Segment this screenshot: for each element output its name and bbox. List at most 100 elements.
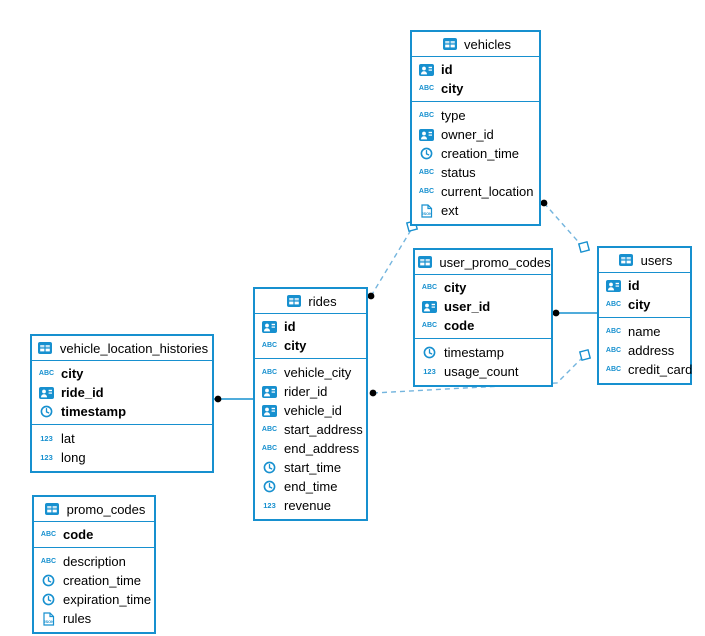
abc-text-type-icon: ABC [40, 531, 57, 538]
table-grid-icon [617, 254, 636, 266]
field-row-expiration_time: expiration_time [34, 590, 154, 609]
relationship-dot-endpoint [369, 389, 377, 397]
table-grid-icon [36, 342, 55, 354]
field-label: long [61, 450, 86, 465]
table-title: promo_codes [66, 501, 146, 517]
abc-text-type-icon: ABC [421, 322, 438, 329]
123-number-type-icon: 123 [40, 452, 53, 462]
field-label: city [61, 366, 84, 381]
field-label: user_id [444, 299, 491, 314]
primary-key-row-city: ABC city [32, 364, 212, 383]
id-card-icon [604, 279, 623, 292]
field-label: address [628, 343, 675, 358]
field-label: creation_time [63, 573, 142, 588]
primary-key-row-city: ABC city [255, 336, 366, 355]
field-row-end_time: end_time [255, 477, 366, 496]
relationship-line-rides-to-users [372, 356, 584, 394]
table-grid-icon [415, 256, 434, 268]
table-header-user_promo_codes: user_promo_codes [415, 250, 551, 275]
clock-icon [417, 147, 436, 160]
primary-key-row-timestamp: timestamp [32, 402, 212, 421]
field-label: vehicle_city [284, 365, 352, 380]
field-label: id [284, 319, 296, 334]
abc-text-type-icon: ABC [418, 188, 435, 195]
table-title: vehicle_location_histories [59, 340, 209, 356]
field-label: city [628, 297, 651, 312]
table-title: vehicles [464, 36, 511, 52]
123-number-type-icon: 123 [40, 433, 53, 443]
id-card-icon [420, 300, 439, 313]
abc-text-type-icon: ABC [418, 112, 435, 119]
field-label: start_time [284, 460, 342, 475]
abc-text-type-icon: ABC [261, 342, 278, 349]
123-number-type-icon: 123 [423, 366, 436, 376]
field-label: usage_count [444, 364, 519, 379]
field-label: expiration_time [63, 592, 152, 607]
123-number-type-icon: 123 [263, 500, 276, 510]
relationship-square-endpoint [578, 348, 592, 362]
field-label: start_address [284, 422, 363, 437]
field-row-timestamp: timestamp [415, 343, 551, 362]
field-label: id [441, 62, 453, 77]
field-label: end_address [284, 441, 360, 456]
field-label: city [284, 338, 307, 353]
field-label: code [444, 318, 475, 333]
primary-key-row-city: ABC city [599, 295, 690, 314]
field-label: code [63, 527, 94, 542]
clock-icon [37, 405, 56, 418]
field-label: ride_id [61, 385, 104, 400]
field-row-owner_id: owner_id [412, 125, 539, 144]
field-label: type [441, 108, 466, 123]
table-title: rides [308, 293, 337, 309]
abc-text-type-icon: ABC [38, 370, 55, 377]
relationship-square-endpoint [577, 240, 591, 254]
abc-text-type-icon: ABC [605, 301, 622, 308]
id-card-icon [417, 63, 436, 76]
relationship-dot-endpoint [540, 199, 548, 207]
clock-icon [420, 346, 439, 359]
id-card-icon [417, 128, 436, 141]
field-label: city [441, 81, 464, 96]
abc-text-type-icon: ABC [605, 366, 622, 373]
field-row-rider_id: rider_id [255, 382, 366, 401]
svg-text:JSON: JSON [422, 212, 433, 216]
table-header-users: users [599, 248, 690, 273]
field-label: vehicle_id [284, 403, 342, 418]
abc-text-type-icon: ABC [605, 347, 622, 354]
id-card-icon [260, 320, 279, 333]
field-label: timestamp [444, 345, 504, 360]
svg-text:JSON: JSON [44, 620, 55, 624]
field-row-usage_count: 123 usage_count [415, 362, 551, 381]
primary-key-row-code: ABC code [34, 525, 154, 544]
field-label: owner_id [441, 127, 494, 142]
field-label: creation_time [441, 146, 520, 161]
table-header-vehicles: vehicles [412, 32, 539, 57]
relationship-dot-endpoint [367, 292, 375, 300]
table-title: users [640, 252, 673, 268]
id-card-icon [260, 385, 279, 398]
table-title: user_promo_codes [439, 254, 551, 270]
primary-key-section: ABC code [34, 522, 154, 548]
